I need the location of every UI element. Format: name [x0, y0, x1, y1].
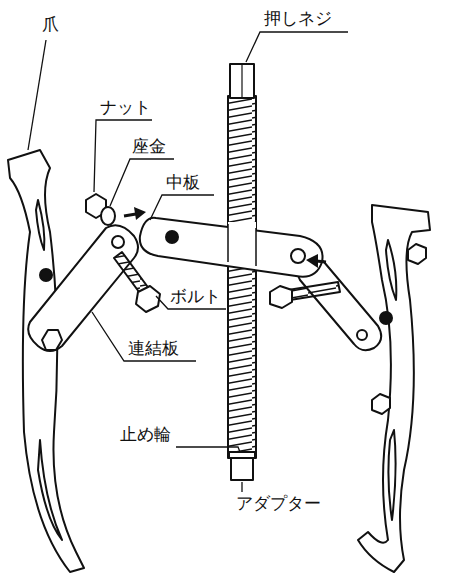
right-arm-slot-lower [388, 430, 395, 520]
middle-plate [140, 218, 323, 277]
right-bolt-head [270, 286, 292, 308]
right-arm-hole [380, 312, 392, 324]
left-connecting-plate [28, 225, 138, 351]
part-label: 爪 [40, 14, 61, 34]
right-plate-hole [357, 330, 367, 340]
leader-lines [28, 32, 348, 492]
left-plate-bolt-head [42, 330, 62, 350]
right-plate-bolt-head [372, 394, 390, 414]
left-arm-hole [40, 269, 52, 281]
left-washer [101, 207, 115, 225]
right-arm-slot [386, 240, 396, 300]
part-label: 連結板 [126, 338, 181, 358]
part-label: ナット [98, 97, 153, 117]
left-bolt-head [136, 286, 160, 312]
left-arm-slot-lower [38, 440, 62, 540]
middle-plate-hole-right [291, 249, 305, 263]
push-screw-hex-head [230, 64, 254, 98]
middle-plate-hole-left [166, 231, 178, 243]
part-label: 中板 [164, 172, 202, 192]
part-label: 押しネジ [262, 8, 334, 28]
right-claw-arm [358, 205, 430, 572]
adapter [231, 458, 253, 480]
part-label: 止め輪 [118, 424, 173, 444]
left-claw-arm [8, 150, 84, 572]
right-bolt-shaft [288, 282, 340, 300]
right-arm-nut [408, 244, 426, 264]
part-label: ボルト [168, 286, 223, 306]
part-label: 座金 [130, 136, 168, 156]
push-screw-thread [228, 96, 256, 458]
assembly-arrows [124, 207, 326, 268]
left-arm-slot [36, 200, 44, 250]
part-label: アダプター [234, 493, 323, 513]
left-plate-hole [112, 236, 124, 248]
